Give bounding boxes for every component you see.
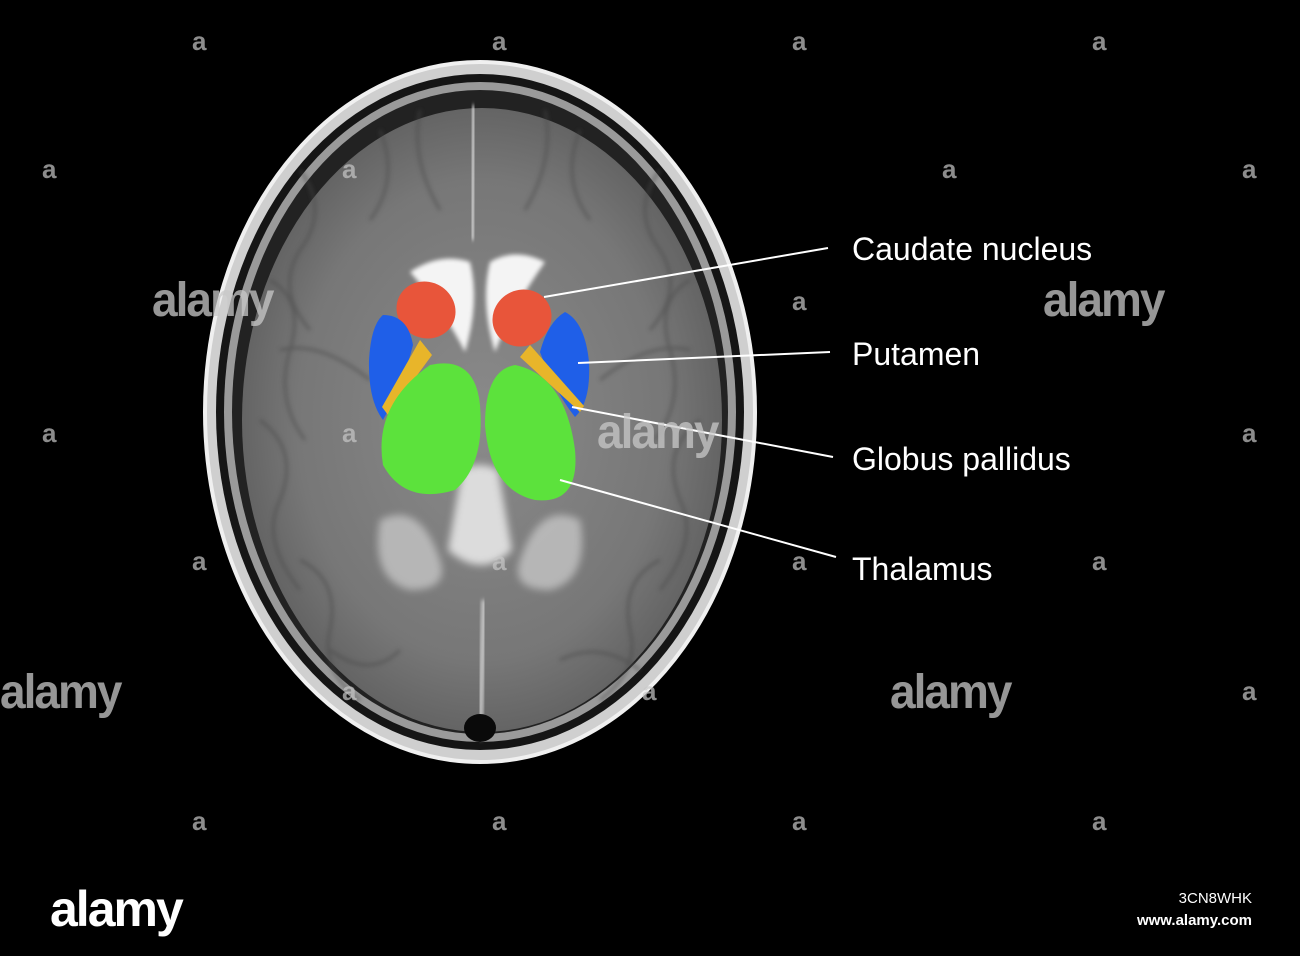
watermark-mark: a (1242, 154, 1257, 184)
leader-line-caudate (543, 247, 829, 298)
caudate-nucleus-right (492, 289, 552, 347)
watermark-mark: a (42, 418, 57, 448)
occipital-notch (464, 714, 496, 742)
watermark-mark: a (492, 26, 507, 56)
watermark-mark: a (1092, 26, 1107, 56)
watermark-mark: a (1242, 418, 1257, 448)
watermark-logo: alamy (152, 271, 274, 327)
label-globus-pallidus: Globus pallidus (852, 441, 1071, 477)
watermark-logo: alamy (0, 663, 122, 719)
ambient-cistern (378, 515, 442, 590)
watermark-mark: a (42, 154, 57, 184)
image-id: 3CN8WHK (1178, 890, 1252, 907)
footer-logo: alamy (50, 881, 184, 937)
watermark-logo: alamy (597, 403, 719, 459)
watermark-mark: a (642, 676, 657, 706)
watermark-logo: alamy (890, 663, 1012, 719)
putamen-right (540, 312, 590, 417)
label-caudate-nucleus: Caudate nucleus (852, 231, 1093, 267)
thalamus-right (485, 365, 576, 501)
watermark-mark: a (342, 418, 357, 448)
watermark-mark: a (192, 26, 207, 56)
watermark-mark: a (1242, 676, 1257, 706)
watermark-mark: a (1092, 806, 1107, 836)
footer-url[interactable]: www.alamy.com (1136, 912, 1252, 929)
globus-pallidus-right (520, 345, 584, 412)
watermark-mark: a (192, 546, 207, 576)
cortical-folds (259, 109, 701, 702)
leader-line-putamen (577, 351, 831, 364)
putamen-left (368, 315, 413, 420)
thalamus-left (381, 363, 481, 495)
watermark-mark: a (192, 806, 207, 836)
mri-brain-scan (203, 60, 837, 764)
label-putamen: Putamen (852, 336, 981, 372)
watermark-logo: alamy (1043, 271, 1165, 327)
watermark-mark: a (342, 154, 357, 184)
stock-footer: alamy 3CN8WHK www.alamy.com (0, 880, 1300, 956)
watermark-mark: a (792, 286, 807, 316)
watermark-mark: a (492, 806, 507, 836)
caudate-nucleus-left (396, 281, 456, 339)
watermark-mark: a (792, 546, 807, 576)
watermark-mark: a (792, 806, 807, 836)
watermark-mark: a (1092, 546, 1107, 576)
third-ventricle (448, 465, 512, 565)
interhemispheric-fissure (470, 104, 476, 241)
ambient-cistern-right (518, 515, 582, 590)
leader-line-thalamus (559, 479, 837, 558)
globus-pallidus-left (382, 340, 432, 415)
leader-line-globus (571, 406, 834, 458)
brain-tissue (242, 108, 722, 732)
watermark-mark: a (792, 26, 807, 56)
label-thalamus: Thalamus (852, 551, 993, 587)
watermark-mark: a (492, 546, 507, 576)
watermark-mark: a (342, 676, 357, 706)
watermark-mark: a (942, 154, 957, 184)
